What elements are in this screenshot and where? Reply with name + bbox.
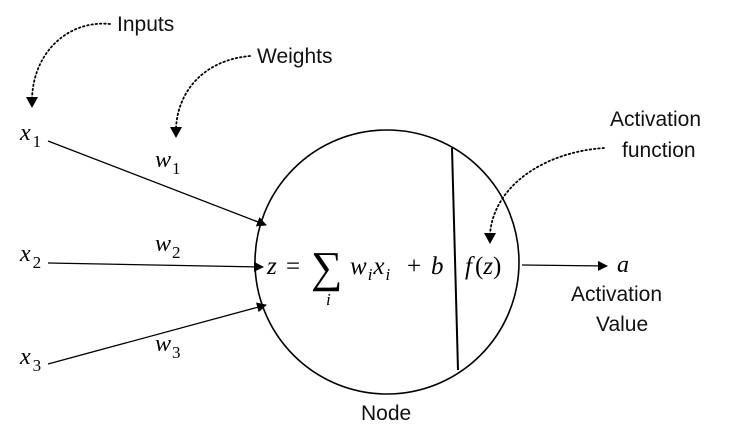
- weight-w1-symbol: w: [155, 147, 171, 173]
- input-arrow-3: [47, 302, 267, 365]
- output-arrow: [521, 260, 608, 271]
- activation-close-paren: ): [493, 253, 501, 280]
- inputs-pointer-head: [26, 97, 38, 108]
- activation-arg: z: [482, 253, 493, 280]
- input-arrow-2: [47, 261, 264, 272]
- formula-w-subscript: i: [368, 265, 373, 284]
- formula-term: wixi: [350, 253, 391, 284]
- activation-function-pointer: [489, 147, 605, 235]
- activation-f: f: [465, 253, 475, 280]
- inputs-pointer: [31, 22, 111, 99]
- formula-x: x: [372, 253, 384, 280]
- input-x2-symbol: x: [19, 241, 31, 267]
- output-a: a: [617, 252, 629, 278]
- formula-b: b: [431, 253, 444, 280]
- input-x1-subscript: 1: [33, 132, 42, 151]
- weights-label: Weights: [257, 45, 332, 68]
- formula-w: w: [350, 253, 367, 280]
- formula-plus: +: [407, 253, 421, 280]
- weights-pointer-head: [170, 127, 182, 138]
- weight-w1-subscript: 1: [172, 159, 181, 178]
- weight-w2: w2: [155, 231, 181, 262]
- activation-open-paren: (: [475, 253, 483, 280]
- input-x2-subscript: 2: [33, 253, 42, 272]
- activation-function-expression: f(z): [465, 253, 501, 280]
- inputs-label: Inputs: [117, 13, 174, 36]
- formula-sum-sign: ∑: [311, 243, 342, 292]
- weight-w3-symbol: w: [155, 331, 171, 357]
- input-x3-symbol: x: [19, 344, 31, 370]
- weights-pointer: [175, 55, 251, 129]
- activation-function-label-line2: function: [622, 139, 696, 162]
- formula-z: z: [266, 253, 277, 280]
- weight-w3-subscript: 3: [172, 343, 181, 362]
- input-arrow-1: [47, 140, 267, 227]
- node-divider: [451, 147, 459, 371]
- formula-equals: =: [286, 253, 300, 280]
- weight-w2-symbol: w: [155, 231, 171, 257]
- input-x3-subscript: 3: [33, 356, 42, 375]
- weight-w3: w3: [155, 331, 181, 362]
- input-x1-symbol: x: [19, 120, 31, 146]
- weight-w2-subscript: 2: [172, 243, 181, 262]
- activation-function-pointer-head: [484, 233, 496, 244]
- formula-x-subscript: i: [386, 265, 391, 284]
- activation-value-label-line1: Activation: [571, 283, 662, 306]
- activation-function-label-line1: Activation: [610, 108, 701, 131]
- formula-sum-index: i: [326, 290, 331, 309]
- activation-value-label-line2: Value: [596, 313, 648, 336]
- node-label: Node: [361, 402, 411, 425]
- weight-w1: w1: [155, 147, 181, 178]
